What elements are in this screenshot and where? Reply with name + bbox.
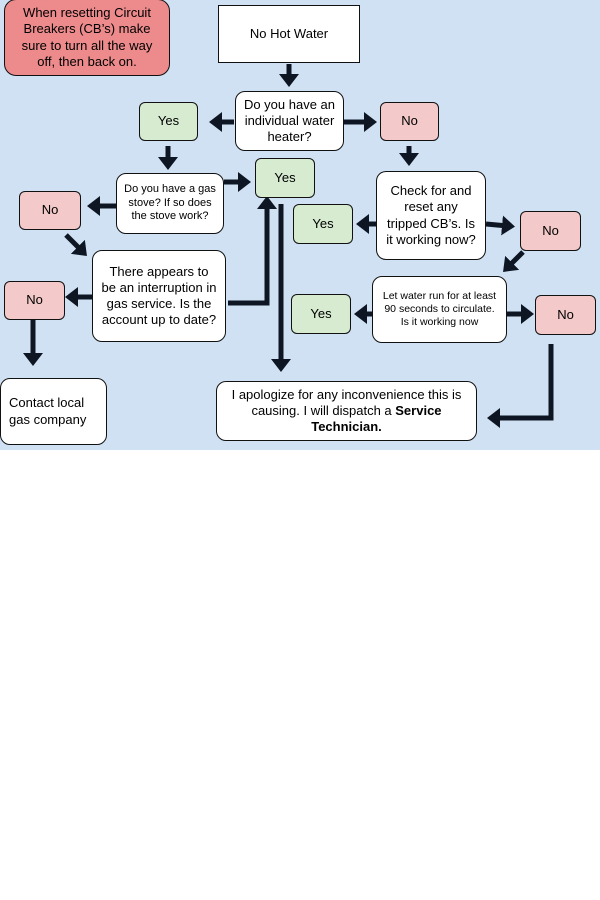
run-water-question: Let water run for at least 90 seconds to… [372, 276, 507, 343]
yes-water-working: Yes [291, 294, 351, 334]
arrow-no-to-dispatch [487, 344, 554, 428]
no-account-up-to-date: No [4, 281, 65, 320]
arrow-gas-service-to-yes [228, 196, 277, 306]
no-gas-stove: No [19, 191, 81, 230]
contact-gas-company: Contact local gas company [0, 378, 107, 445]
yes-individual-heater: Yes [139, 102, 198, 141]
arrow-no-to-run-water [503, 250, 525, 272]
dispatch-message: I apologize for any inconvenience this i… [227, 387, 466, 436]
dispatch-service-technician: I apologize for any inconvenience this i… [216, 381, 477, 441]
yes-gas-stove: Yes [255, 158, 315, 198]
no-cb-working: No [520, 211, 581, 251]
yes-cb-working: Yes [293, 204, 353, 244]
no-individual-heater: No [380, 102, 439, 141]
dispatch-service-technician-label: Service Technician. [311, 402, 442, 435]
arrow-cb-to-no [485, 215, 515, 236]
connector-layer [23, 64, 554, 428]
individual-heater-question: Do you have an individual water heater? [235, 91, 344, 151]
check-circuit-breakers-question: Check for and reset any tripped CB’s. Is… [376, 171, 486, 260]
start-no-hot-water: No Hot Water [218, 5, 360, 63]
arrow-no-to-gas-service [64, 233, 87, 256]
dispatch-text: I apologize for any inconvenience this i… [231, 386, 462, 418]
no-water-working: No [535, 295, 596, 335]
flowchart-canvas: When resetting Circuit Breakers (CB’s) m… [0, 0, 600, 450]
reset-note: When resetting Circuit Breakers (CB’s) m… [4, 0, 170, 76]
gas-service-question: There appears to be an interruption in g… [92, 250, 226, 342]
gas-stove-question: Do you have a gas stove? If so does the … [116, 173, 224, 234]
